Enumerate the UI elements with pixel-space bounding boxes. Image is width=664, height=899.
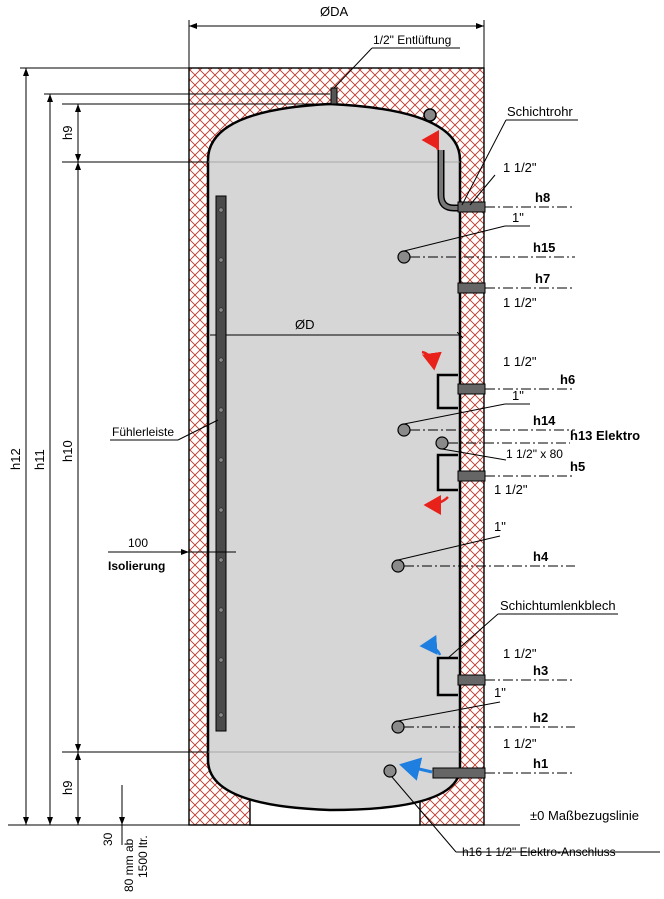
label-schichtumlenkblech: Schichtumlenkblech <box>500 598 616 613</box>
baffle-upper <box>436 373 458 410</box>
foot-30: 30 <box>101 832 115 846</box>
h1-label: h1 <box>533 756 548 771</box>
h4-label: h4 <box>533 549 549 564</box>
h2-label: h2 <box>533 710 548 725</box>
h14-size: 1" <box>512 388 524 403</box>
label-iso-value: 100 <box>128 536 148 550</box>
flow-arrow-upper <box>421 350 442 371</box>
h2-size: 1" <box>494 685 506 700</box>
foot-80mm: 80 mm ab <box>122 838 136 892</box>
connection-leaders <box>397 174 575 774</box>
dim-h9-top: h9 <box>60 126 75 140</box>
label-h16: h16 1 1/2" Elektro-Anschluss <box>462 845 616 859</box>
sensor-sockets <box>383 250 449 778</box>
h14-label: h14 <box>533 413 556 428</box>
vent-stub <box>330 87 338 105</box>
dim-h9-bottom: h9 <box>60 781 75 795</box>
baffle-middle <box>436 453 458 492</box>
flow-arrow-top <box>421 130 440 151</box>
h7-label: h7 <box>535 271 550 286</box>
h15-size: 1" <box>512 210 524 225</box>
flow-arrow-lower <box>419 634 442 656</box>
h5-size: 1 1/2" <box>494 482 528 497</box>
label-massbezug: ±0 Maßbezugslinie <box>530 808 639 823</box>
h8-label: h8 <box>535 190 550 205</box>
lifting-eye <box>423 108 437 122</box>
h13-label: h13 Elektro <box>570 428 640 443</box>
label-entlueftung: 1/2" Entlüftung <box>373 33 451 47</box>
flow-arrow-bottom <box>399 757 433 781</box>
label-fuehlerleiste: Fühlerleiste <box>112 425 174 439</box>
h3-size: 1 1/2" <box>503 646 537 661</box>
dim-da-label: ØDA <box>320 4 349 19</box>
h5-label: h5 <box>570 459 585 474</box>
h1-size: 1 1/2" <box>503 736 537 751</box>
h15-label: h15 <box>533 240 555 255</box>
label-isolierung: Isolierung <box>108 559 165 573</box>
dim-h12: h12 <box>8 448 23 470</box>
h6-label: h6 <box>560 372 575 387</box>
dim-d-label: ØD <box>295 317 315 332</box>
h13-size: 1 1/2" x 80 <box>506 447 563 461</box>
flow-arrow-middle <box>423 494 449 515</box>
sensor-strip-holes <box>218 207 224 718</box>
dim-h10: h10 <box>60 440 75 462</box>
foot-1500: 1500 ltr. <box>136 835 150 878</box>
tank-body <box>206 102 462 812</box>
h4-size: 1" <box>494 519 506 534</box>
h6-size: 1 1/2" <box>503 354 537 369</box>
height-dimensions <box>8 67 520 845</box>
dim-h11: h11 <box>32 449 47 470</box>
sensor-strip <box>215 195 227 732</box>
h8-size: 1 1/2" <box>503 160 537 175</box>
h3-label: h3 <box>533 663 548 678</box>
label-schichtrohr: Schichtrohr <box>507 104 573 119</box>
h7-size: 1 1/2" <box>503 295 537 310</box>
